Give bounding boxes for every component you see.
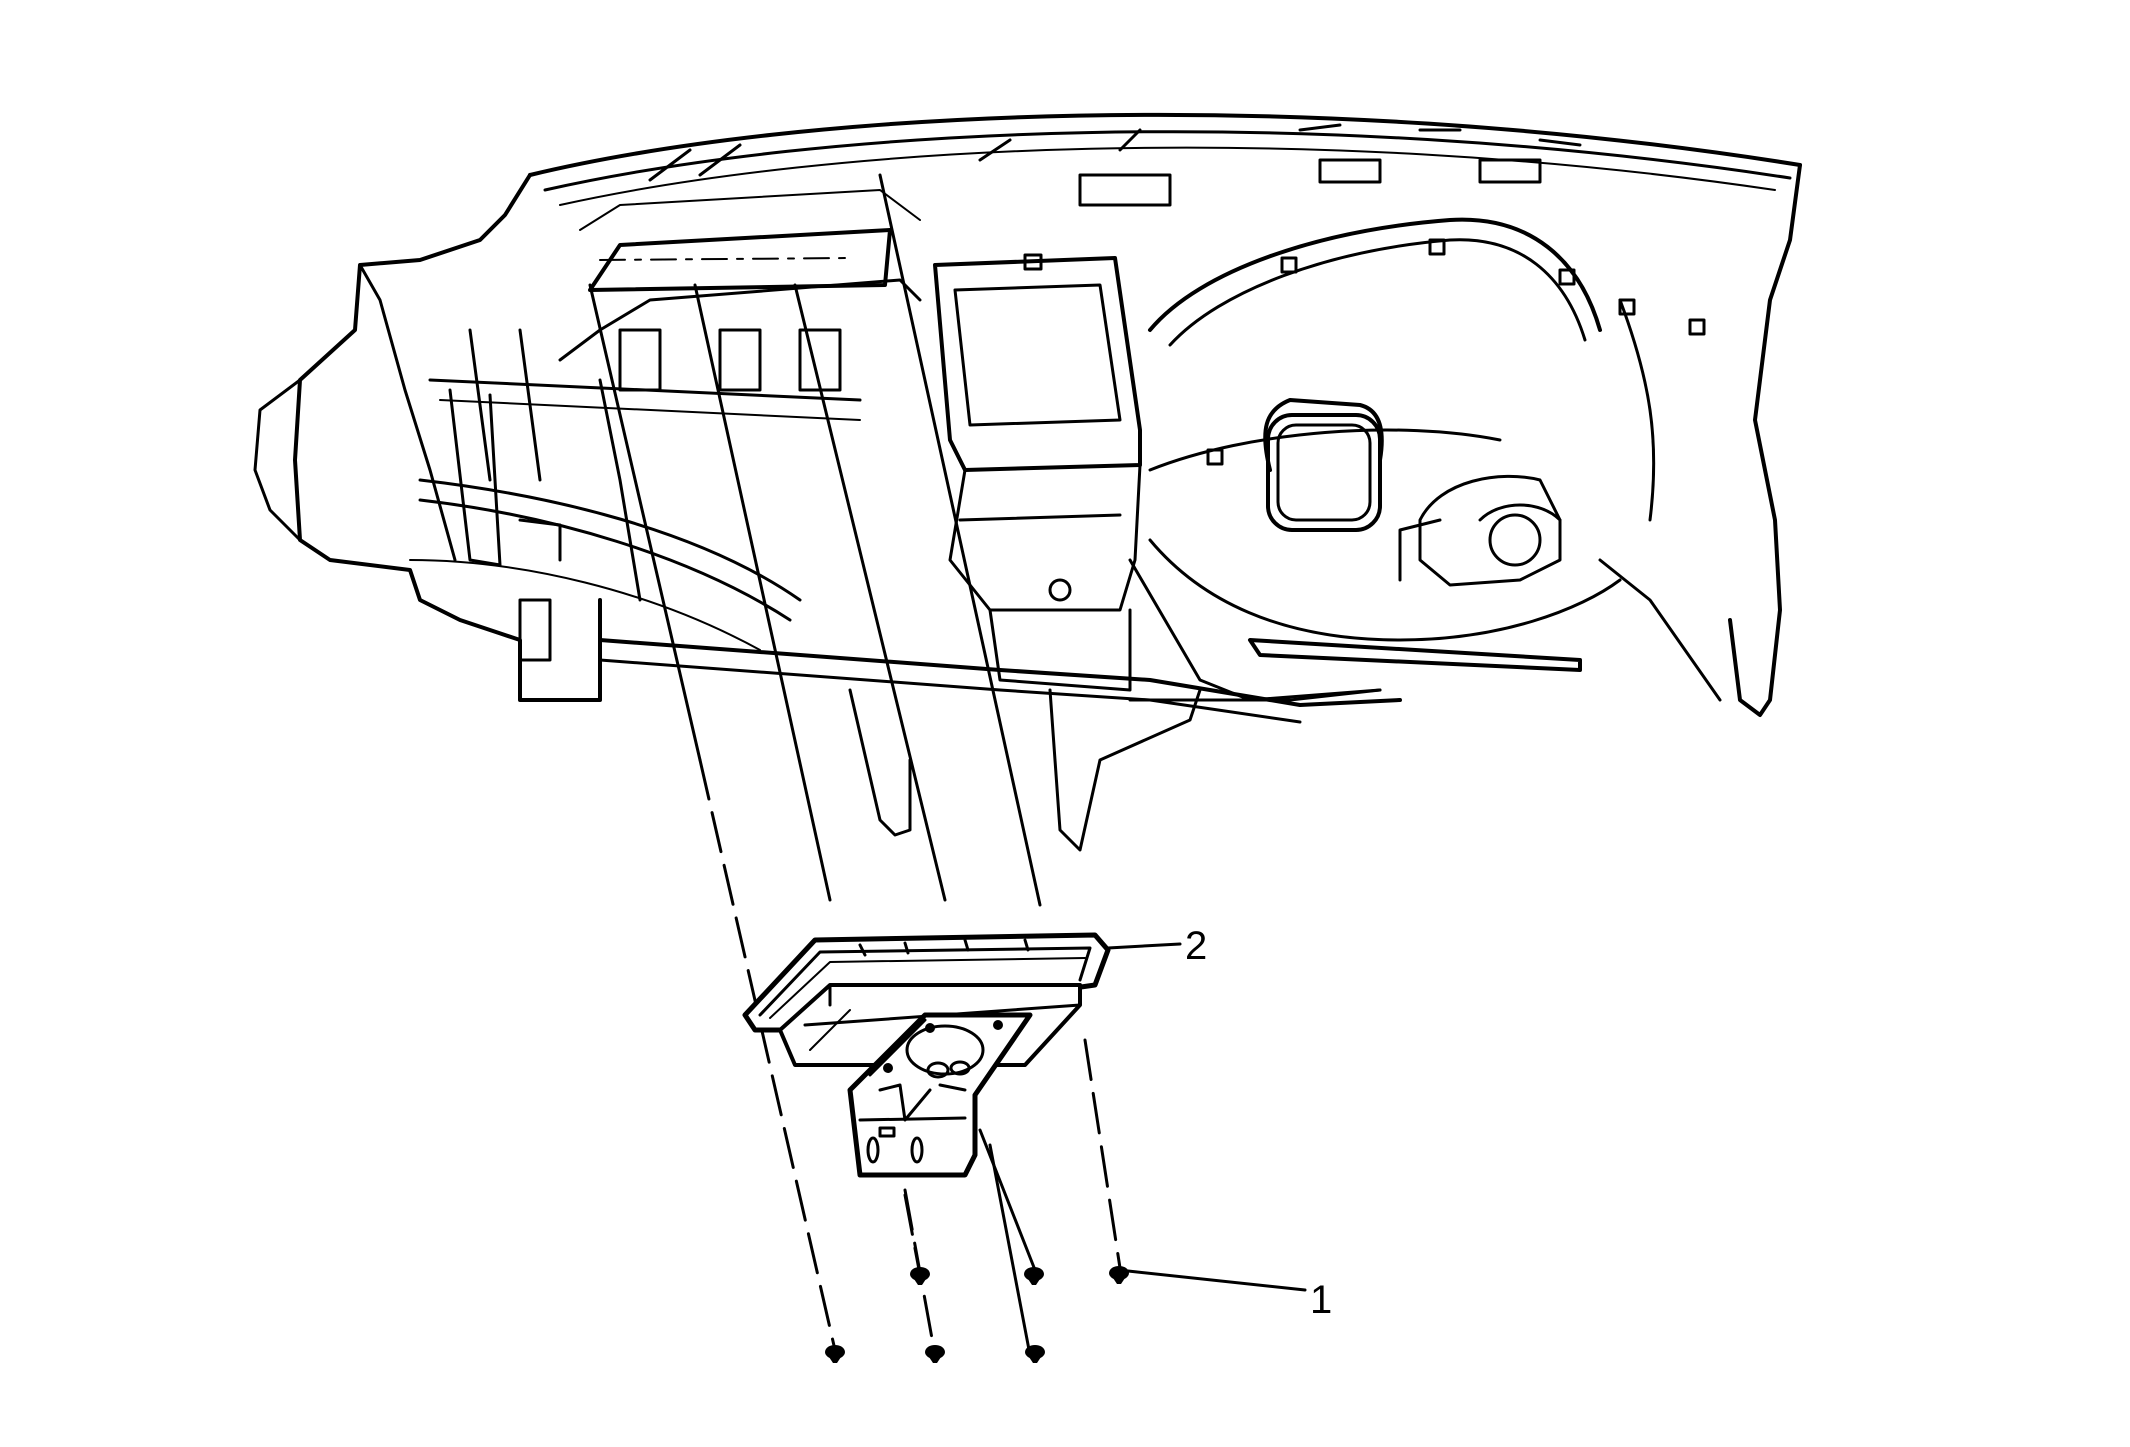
fastener-icon: [910, 1267, 930, 1285]
fastener-icon: [1109, 1266, 1129, 1284]
mounting-bracket: [847, 1012, 1033, 1178]
alignment-lines: [588, 173, 1122, 1357]
instrument-panel: [253, 112, 1802, 852]
callout-1-leader: [1126, 1269, 1307, 1292]
fastener-icon: [925, 1345, 945, 1363]
fasteners: [825, 1266, 1129, 1363]
fastener-icon: [1024, 1267, 1044, 1285]
fastener-icon: [1025, 1345, 1045, 1363]
fastener-icon: [825, 1345, 845, 1363]
callout-2-label: 2: [1185, 924, 1208, 968]
callout-1-label: 1: [1310, 1278, 1333, 1322]
callout-2-leader: [1106, 942, 1182, 950]
